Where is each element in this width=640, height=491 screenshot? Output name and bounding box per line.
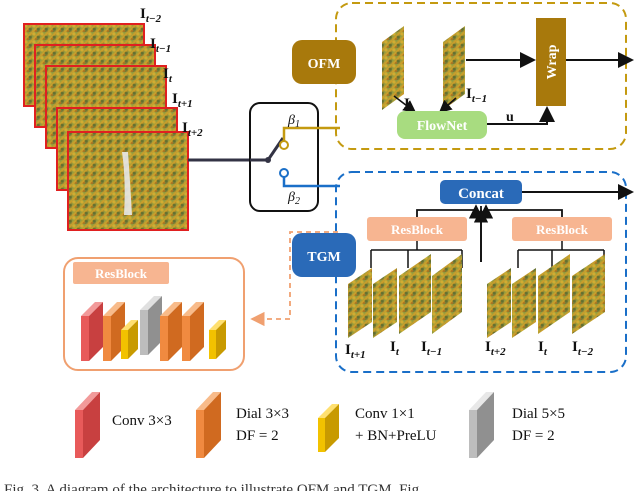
flownet-label: FlowNet (417, 119, 468, 134)
ofm-label-tm1: It−1 (466, 86, 487, 105)
legend-dial3-label: Dial 3×3 (236, 406, 289, 422)
ofm-frame-t (382, 26, 404, 110)
frame-label-tp2: It+2 (182, 120, 203, 139)
wrap-block (536, 18, 566, 106)
tgm-left-label-0: It+1 (345, 342, 366, 361)
switch-block (249, 102, 340, 212)
tgm-right-label-1: It (538, 339, 548, 358)
resblock-detail-header (73, 262, 169, 284)
tgm-badge (292, 233, 356, 277)
beta2-label: β2 (287, 190, 300, 207)
tgm-region (335, 171, 627, 373)
resblock-detail-title: ResBlock (95, 266, 148, 281)
beta1-label: β1 (287, 113, 300, 130)
tgm-right-label-0: It+2 (485, 339, 506, 358)
legend-conv3-swatch (75, 392, 100, 458)
frame-label-tm1: It−1 (150, 36, 171, 55)
legend-dial3-df: DF = 2 (236, 428, 279, 444)
tgm-right-frames (487, 254, 605, 338)
figure-caption: Fig. 3. A diagram of the architecture to… (4, 482, 420, 491)
tgm-resblock-left-label: ResBlock (391, 222, 444, 237)
frame-label-tp1: It+1 (172, 91, 193, 110)
switch-contact-tgm (279, 168, 289, 178)
legend: Conv 3×3 Dial 3×3 DF = 2 Conv 1×1 + BN+P… (75, 392, 565, 458)
legend-conv3-label: Conv 3×3 (112, 413, 172, 429)
legend-conv1-extra: + BN+PreLU (355, 428, 437, 444)
tgm-right-label-2: It−2 (572, 339, 594, 358)
legend-dial5-df: DF = 2 (512, 428, 555, 444)
tgm-left-frames (348, 254, 462, 338)
u-label: u (506, 110, 514, 125)
tgm-resblock-left (367, 217, 467, 241)
legend-conv1-swatch (318, 404, 339, 452)
tgm-left-label-2: It−1 (421, 339, 442, 358)
tgm-resblock-right (512, 217, 612, 241)
ofm-frame-tm1 (443, 26, 465, 110)
legend-dial5-label: Dial 5×5 (512, 406, 565, 422)
tgm-resblock-right-label: ResBlock (536, 222, 589, 237)
tgm-left-label-1: It (390, 339, 400, 358)
resblock-layers (81, 296, 226, 361)
ofm-badge (292, 40, 356, 84)
flownet-block (397, 111, 487, 139)
frame-label-tm2: It−2 (140, 6, 162, 25)
wrap-label: Wrap (545, 44, 560, 79)
ofm-badge-label: OFM (308, 57, 341, 72)
legend-dial5-swatch (469, 392, 494, 458)
legend-conv1-label: Conv 1×1 (355, 406, 415, 422)
frame-stack-labels: It−2 It−1 It It+1 It+2 (140, 6, 203, 139)
concat-block (440, 180, 522, 204)
legend-dial3-swatch (196, 392, 221, 458)
tgm-badge-label: TGM (307, 250, 340, 265)
switch-contact-ofm (279, 140, 289, 150)
frame-label-t: It (163, 66, 173, 85)
input-frame-stack (23, 23, 189, 231)
concat-label: Concat (458, 186, 504, 202)
